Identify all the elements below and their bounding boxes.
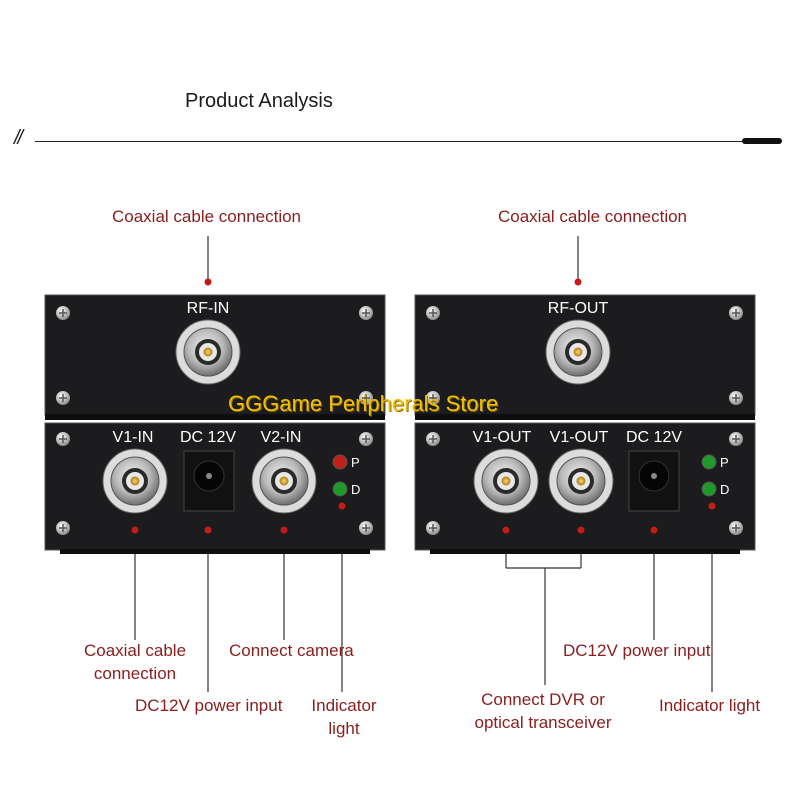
callout-rf-out: Coaxial cable connection (498, 207, 688, 226)
callout-indicator-line1: Indicator (311, 696, 377, 715)
screw-icon (56, 306, 70, 320)
led-label: P (720, 455, 729, 470)
screw-icon (729, 391, 743, 405)
screw-icon (426, 391, 440, 405)
led-p-icon (701, 454, 717, 470)
bnc-connector-icon (251, 448, 317, 514)
screw-icon (729, 521, 743, 535)
bnc-connectors (102, 319, 614, 514)
panel-label: V2-IN (261, 429, 302, 446)
callout-coax-line1: Coaxial cable (83, 641, 187, 660)
store-watermark: GGGame Peripherals Store (228, 391, 499, 416)
callout-camera: Connect camera (229, 641, 354, 660)
screws (56, 306, 743, 535)
callout-indicator-left: Indicator light (303, 694, 385, 740)
panel-label: DC 12V (626, 429, 682, 446)
screw-icon (426, 306, 440, 320)
bnc-connector-icon (102, 448, 168, 514)
callout-dvr-line1: Connect DVR or (481, 690, 605, 709)
bnc-connector-icon (473, 448, 539, 514)
led-label: D (351, 482, 360, 497)
screw-icon (359, 306, 373, 320)
led-label: D (720, 482, 729, 497)
led-icons (332, 454, 717, 497)
callout-dvr-line2: optical transceiver (474, 713, 612, 732)
led-label: P (351, 455, 360, 470)
divider-end-cap (742, 138, 782, 144)
panel-label: V1-OUT (550, 429, 609, 446)
led-d-icon (332, 481, 348, 497)
screw-icon (359, 432, 373, 446)
callout-dvr: Connect DVR or optical transceiver (463, 688, 623, 734)
screw-icon (56, 521, 70, 535)
bnc-connector-icon (545, 319, 611, 385)
callout-dc-right: DC12V power input (563, 641, 711, 660)
panel-label: RF-IN (187, 300, 230, 317)
callout-coax: Coaxial cable connection (75, 639, 195, 685)
screw-icon (426, 521, 440, 535)
page-title: Product Analysis (185, 90, 333, 112)
bnc-connector-icon (548, 448, 614, 514)
panel-label: V1-OUT (473, 429, 532, 446)
callout-dots (131, 278, 716, 534)
screw-icon (729, 306, 743, 320)
callout-indicator-line2: light (328, 719, 360, 738)
screw-icon (359, 391, 373, 405)
led-d-icon (701, 481, 717, 497)
header-divider (35, 141, 755, 142)
dc-jack-icon (183, 450, 235, 512)
screw-icon (56, 391, 70, 405)
callout-indicator-right: Indicator light (659, 696, 761, 715)
panel-label: RF-OUT (548, 300, 609, 317)
screw-icon (729, 432, 743, 446)
bnc-connector-icon (175, 319, 241, 385)
callout-dc-left: DC12V power input (135, 696, 283, 715)
panel-label: V1-IN (113, 429, 154, 446)
led-p-icon (332, 454, 348, 470)
callout-coax-line2: connection (93, 664, 177, 683)
divider-mark: // (14, 127, 23, 149)
screw-icon (426, 432, 440, 446)
callout-rf-in: Coaxial cable connection (112, 207, 302, 226)
panel-label: DC 12V (180, 429, 236, 446)
screw-icon (56, 432, 70, 446)
dc-jack-icon (628, 450, 680, 512)
screw-icon (359, 521, 373, 535)
